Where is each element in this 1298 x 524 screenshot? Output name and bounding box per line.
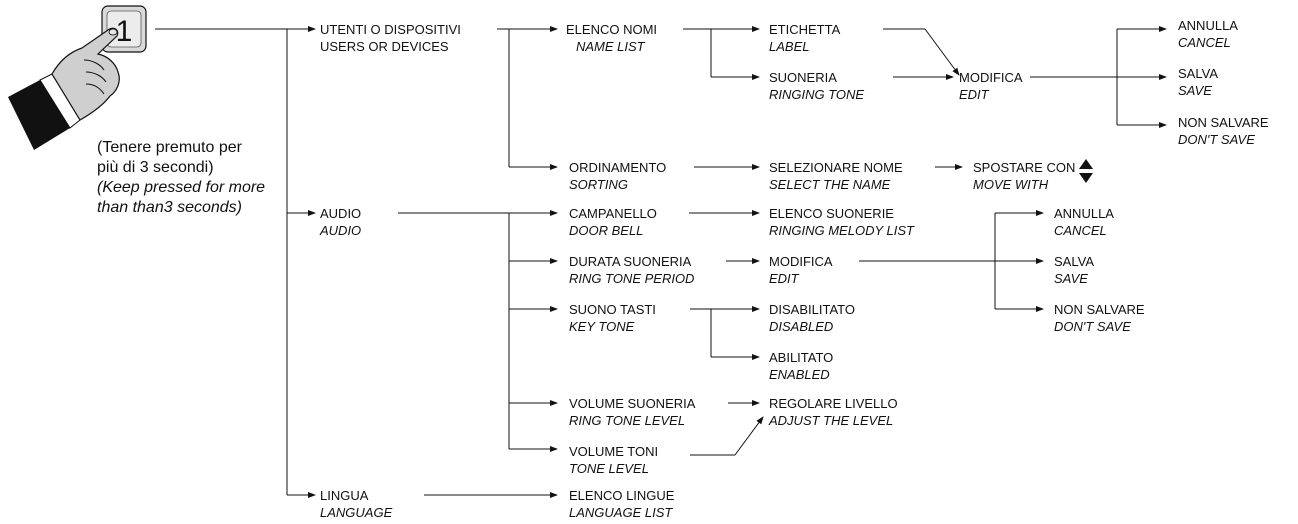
press-instruction: (Tenere premuto per più di 3 secondi) (K… (97, 138, 265, 218)
up-down-arrows-icon (1078, 158, 1094, 184)
